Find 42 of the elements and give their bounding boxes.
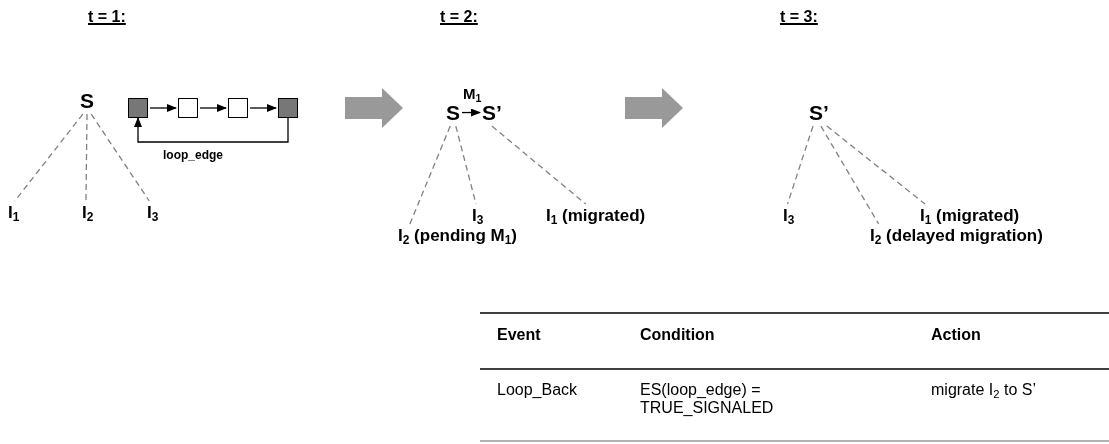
dashed-line (491, 125, 587, 205)
square-box (278, 98, 298, 118)
dashed-line (786, 125, 814, 205)
panel-heading: t = 2: (440, 8, 478, 26)
node-label: I$_{2}$ (82, 204, 94, 223)
square-box (128, 98, 148, 118)
table-cell-text: ES(loop_edge) = TRUE_SIGNALED (640, 381, 775, 417)
arrow (149, 104, 177, 112)
node-label: S’ (809, 101, 829, 125)
panel-heading: t = 1: (88, 8, 126, 26)
arrow (249, 104, 277, 112)
square-box (228, 98, 248, 118)
node-label: I$_{1}$ (migrated) (920, 207, 1020, 226)
table-header: Action (931, 326, 981, 344)
table-header: Event (497, 326, 541, 344)
dashed-line (85, 113, 88, 202)
node-label: I$_{3}$ (472, 207, 484, 226)
dashed-line (90, 113, 150, 202)
dashed-line (826, 125, 926, 205)
dashed-line (820, 125, 880, 225)
dashed-line (409, 125, 451, 225)
node-label: S’ (482, 101, 502, 125)
table-header: Condition (640, 326, 715, 344)
node-label: I$_{2}$ (delayed migration) (870, 227, 1043, 246)
arrow (461, 108, 481, 117)
node-label: I$_{3}$ (783, 207, 795, 226)
edge-label: M$_{1}$ (463, 86, 482, 103)
panel-heading: t = 3: (780, 8, 818, 26)
node-label: I$_{3}$ (147, 204, 159, 223)
node-label: I$_{1}$ (migrated) (546, 207, 646, 226)
node-label: I$_{1}$ (8, 204, 20, 223)
node-label: S (80, 89, 94, 113)
arrow (199, 104, 227, 112)
table-cell-text: Loop_Back (497, 381, 578, 399)
node-label: S (446, 101, 460, 125)
edge-label: loop_edge (163, 149, 223, 163)
dashed-line (455, 125, 477, 205)
node-label: I$_{2}$ (pending M$_{1}$) (398, 227, 518, 246)
dashed-line (14, 113, 84, 202)
square-box (178, 98, 198, 118)
arrow (134, 117, 289, 143)
table-cell-text: migrate I$_{2}$ to S’ (931, 381, 1036, 399)
